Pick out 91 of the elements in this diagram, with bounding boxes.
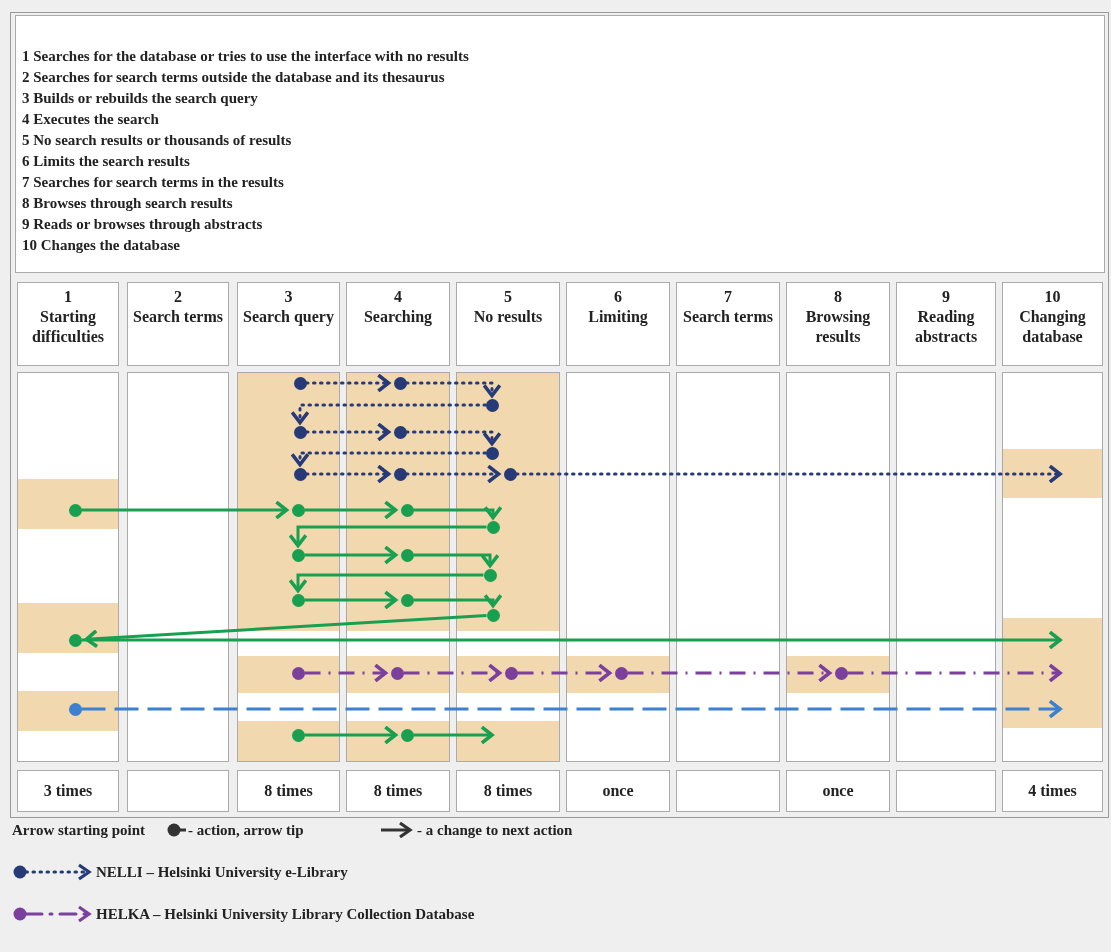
arrow — [515, 464, 1062, 484]
arrow — [81, 699, 1062, 719]
column-heading: Starting difficulties — [31, 307, 105, 347]
arrow — [413, 505, 503, 520]
list-item: 4 Executes the search — [22, 110, 159, 129]
column-heading: Search terms — [133, 307, 223, 327]
arrow — [304, 545, 398, 565]
column-number: 7 — [724, 287, 732, 307]
column-heading: Reading abstracts — [913, 307, 979, 347]
list-item: 6 Limits the search results — [22, 152, 190, 171]
arrow — [305, 464, 391, 484]
header-cell — [786, 282, 890, 366]
column-heading: Limiting — [588, 307, 648, 327]
header-cell — [237, 282, 340, 366]
header-cell — [456, 282, 560, 366]
arrow — [405, 430, 502, 446]
count-cell — [346, 770, 450, 812]
header-cell — [896, 282, 996, 366]
header-cell — [1002, 282, 1103, 366]
list-item: 1 Searches for the database or tries to use the interface with no results — [22, 47, 469, 66]
column-number: 6 — [614, 287, 622, 307]
list-item: 10 Changes the database — [22, 236, 180, 255]
count-cell — [566, 770, 670, 812]
count-cell — [237, 770, 340, 812]
count-value: 3 times — [43, 781, 93, 801]
arrow — [413, 553, 500, 568]
header-cell — [346, 282, 450, 366]
column-heading: Searching — [363, 307, 433, 327]
arrow — [305, 373, 391, 393]
count-cell — [127, 770, 229, 812]
arrow — [304, 590, 398, 610]
header-cell — [17, 282, 119, 366]
arrow — [517, 663, 612, 683]
count-value: once — [822, 781, 854, 801]
header-cell — [676, 282, 780, 366]
arrow — [413, 725, 494, 745]
list-item: 9 Reads or browses through abstracts — [22, 215, 263, 234]
count-value: 8 times — [483, 781, 533, 801]
column-heading: Browsing results — [804, 307, 872, 347]
column-number: 1 — [64, 287, 72, 307]
arrow — [413, 593, 503, 608]
arrow — [403, 663, 502, 683]
count-value: 8 times — [373, 781, 423, 801]
column-heading: No results — [473, 307, 543, 327]
arrow — [290, 451, 487, 467]
column-number: 5 — [504, 287, 512, 307]
note-text: - action, arrow tip — [188, 821, 304, 840]
count-value: 4 times — [1028, 781, 1077, 801]
arrow — [81, 500, 289, 520]
arrow — [405, 381, 502, 398]
column-heading: Changing database — [1018, 307, 1087, 347]
list-item: 7 Searches for search terms in the results — [22, 173, 284, 192]
note-text: Arrow starting point — [12, 821, 146, 840]
count-cell — [896, 770, 996, 812]
list-item: 8 Browses through search results — [22, 194, 233, 213]
column-number: 4 — [394, 287, 402, 307]
legend-text: HELKA – Helsinki University Library Collection Database — [96, 905, 475, 924]
column-number: 10 — [1044, 287, 1061, 307]
note-text: - a change to next action — [417, 821, 573, 840]
column-number: 8 — [834, 287, 842, 307]
arrow — [305, 422, 391, 442]
arrow — [405, 464, 501, 484]
count-cell — [676, 770, 780, 812]
arrow — [304, 663, 388, 683]
arrow — [288, 573, 484, 593]
count-cell — [1002, 770, 1103, 812]
column-number: 9 — [942, 287, 950, 307]
count-cell — [17, 770, 119, 812]
list-item: 3 Builds or rebuilds the search query — [22, 89, 258, 108]
count-cell — [456, 770, 560, 812]
arrow — [290, 403, 487, 425]
column-heading: Search query — [243, 307, 334, 327]
column-number: 2 — [174, 287, 182, 307]
column-number: 3 — [284, 287, 293, 307]
count-value: 8 times — [264, 781, 313, 801]
list-item: 5 No search results or thousands of results — [22, 131, 292, 150]
header-cell — [566, 282, 670, 366]
legend-text: NELLI – Helsinki University e-Library — [96, 863, 348, 882]
list-item: 2 Searches for search terms outside the database and its thesaurus — [22, 68, 445, 87]
legend-panel — [15, 15, 1105, 273]
header-cell — [127, 282, 229, 366]
count-value: once — [602, 781, 634, 801]
arrow — [627, 663, 832, 683]
arrow — [84, 613, 487, 649]
arrow — [304, 725, 398, 745]
arrow — [81, 630, 1062, 650]
column-heading: Search terms — [683, 307, 773, 327]
arrow — [288, 525, 487, 548]
arrow — [304, 500, 398, 520]
arrow — [847, 663, 1062, 683]
count-cell — [786, 770, 890, 812]
